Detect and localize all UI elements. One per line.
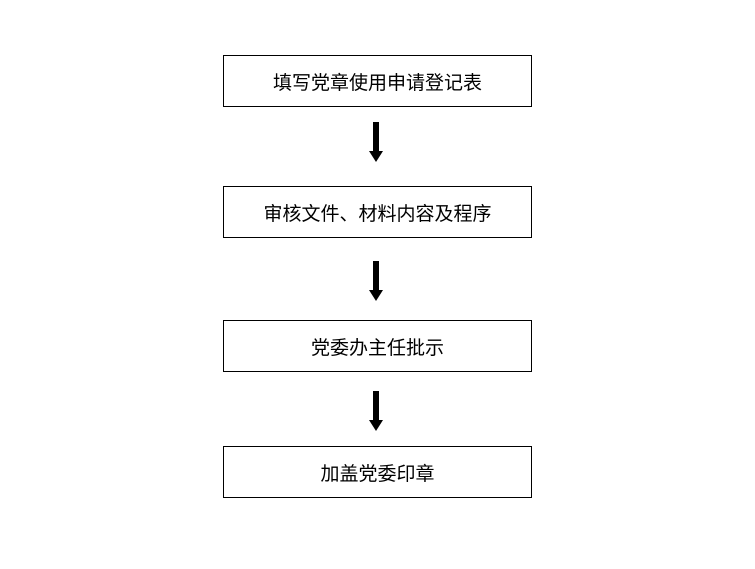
step-fill-application-form: 填写党章使用申请登记表: [223, 55, 532, 107]
down-arrow-icon: [369, 391, 383, 431]
step-label: 审核文件、材料内容及程序: [263, 202, 492, 225]
step-director-approval: 党委办主任批示: [223, 320, 532, 372]
step-label: 填写党章使用申请登记表: [272, 71, 482, 94]
step-apply-party-seal: 加盖党委印章: [223, 446, 532, 498]
step-review-documents: 审核文件、材料内容及程序: [223, 186, 532, 238]
step-label: 加盖党委印章: [320, 462, 435, 485]
down-arrow-icon: [369, 261, 383, 301]
down-arrow-icon: [369, 122, 383, 162]
step-label: 党委办主任批示: [310, 336, 444, 359]
